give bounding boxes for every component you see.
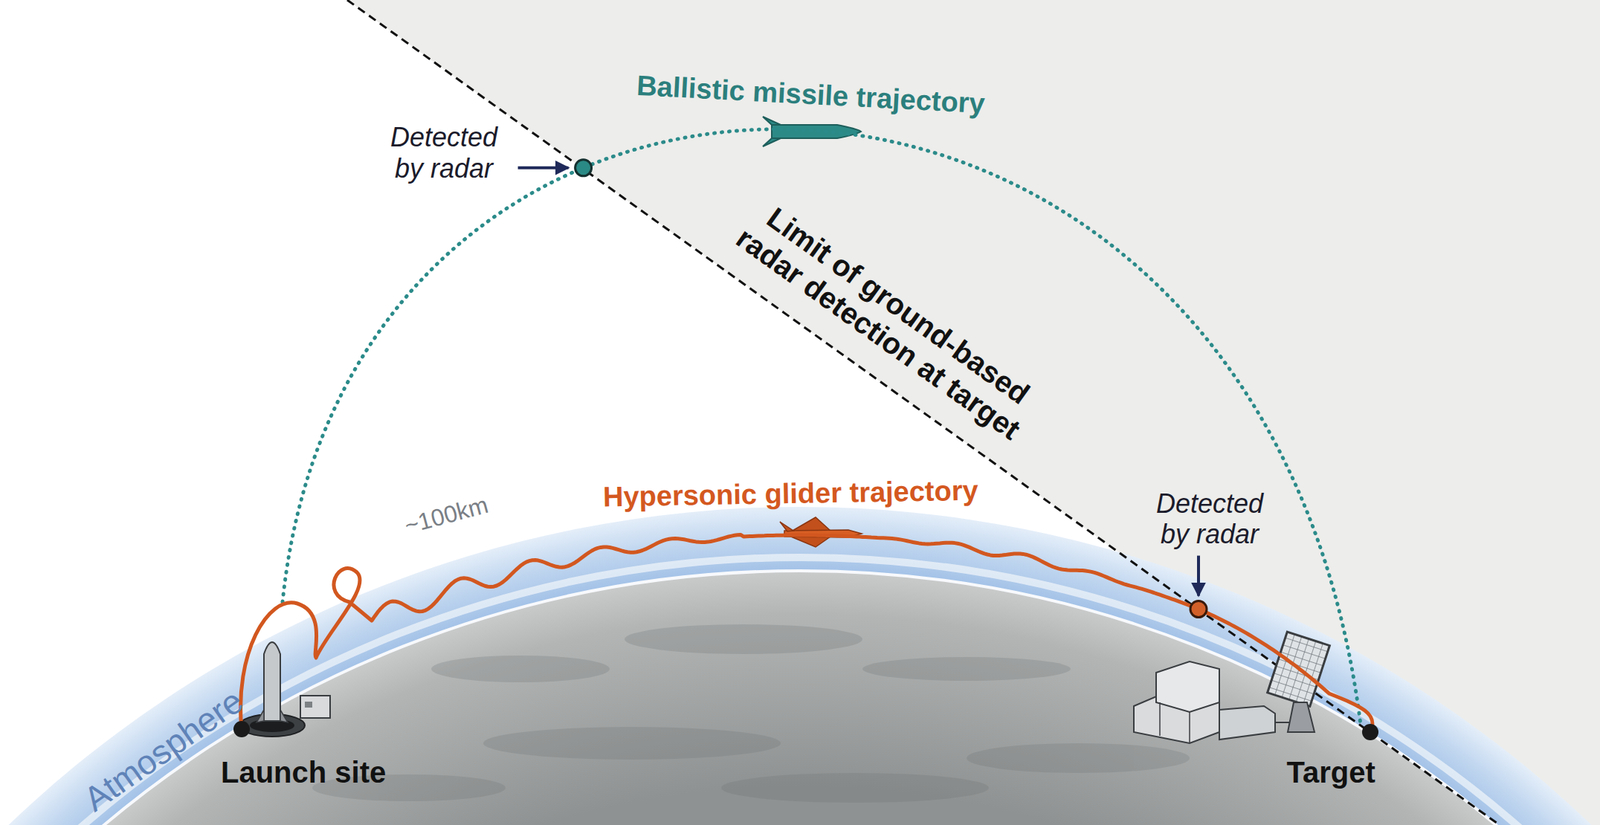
callout-label: Detected by radar [379,121,510,184]
detection-point [575,159,592,177]
callout-arrow [1197,556,1200,597]
trajectory-label: Ballistic missile trajectory [635,69,986,121]
glider-trajectory [240,534,1373,733]
terrain-texture [312,624,1190,803]
site-label: Launch site [220,755,386,790]
callout-label: Detected by radar [1144,488,1276,551]
callout-arrow [518,166,569,170]
altitude-label: ~100km [401,490,491,540]
ballistic-trajectory [282,129,1361,725]
detection-point [1190,601,1207,618]
radar-limit-line [347,0,1500,825]
glider-icon [779,517,862,548]
site-label: Target [1286,755,1376,790]
radar-limit-label: Limit of ground-based radar detection at… [723,188,1054,452]
target-point [1362,724,1379,741]
trajectory-label: Hypersonic glider trajectory [602,475,978,514]
target-facility [1133,631,1330,744]
atmosphere-label: Atmosphere [76,681,250,820]
atmosphere-band [0,507,1600,825]
